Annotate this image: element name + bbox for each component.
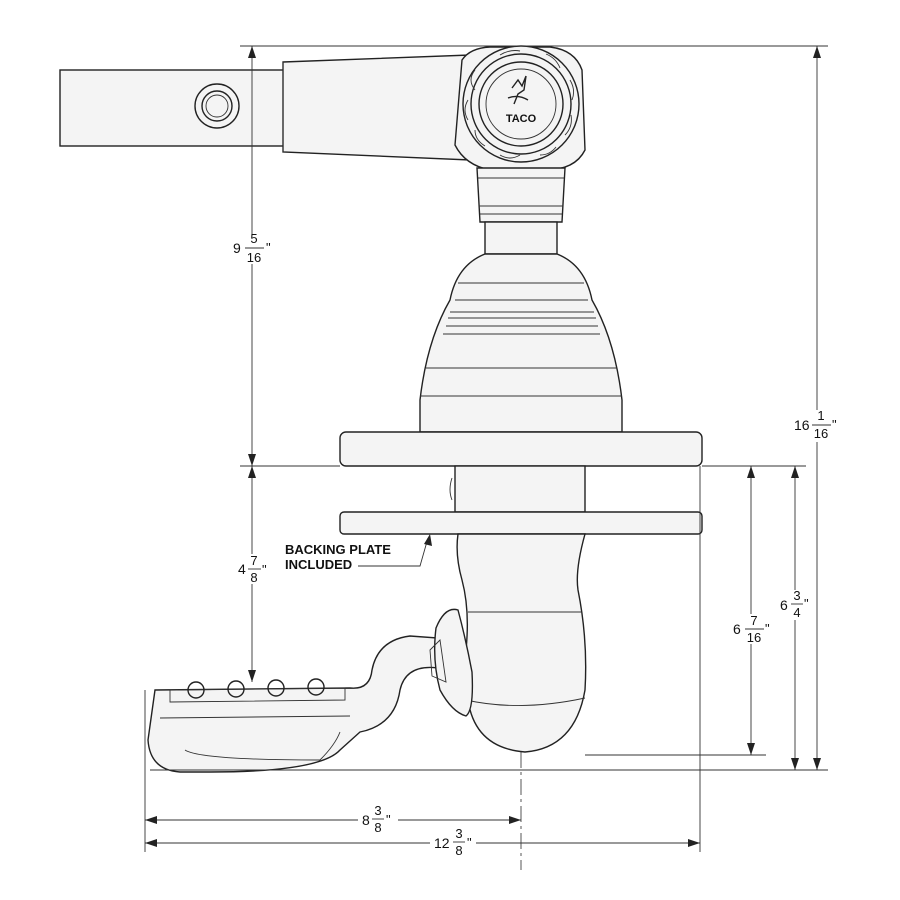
- svg-text:4: 4: [793, 605, 800, 620]
- label-deck-to-handle: 4 7 8 ": [238, 553, 267, 585]
- dimension-overall-width: [145, 839, 700, 847]
- label-below-deck-total: 6 3 4 ": [780, 588, 809, 620]
- svg-text:8: 8: [374, 820, 381, 835]
- svg-text:16: 16: [814, 426, 828, 441]
- dimension-overall-height: [813, 46, 821, 770]
- below-deck-body: [449, 465, 586, 513]
- svg-text:7: 7: [250, 553, 257, 568]
- svg-text:": ": [262, 562, 267, 577]
- svg-text:5: 5: [250, 231, 257, 246]
- callout-line-1: BACKING PLATE: [285, 542, 391, 557]
- svg-text:": ": [266, 240, 271, 255]
- label-top-to-deck: 9 5 16 ": [233, 231, 271, 265]
- svg-text:12: 12: [434, 835, 450, 851]
- svg-text:6: 6: [780, 597, 788, 613]
- base-body: [419, 253, 623, 433]
- svg-text:8: 8: [455, 843, 462, 858]
- svg-text:6: 6: [733, 621, 741, 637]
- dimension-deck-to-handle: [248, 466, 256, 682]
- svg-text:": ": [765, 621, 770, 636]
- backing-plate-callout: BACKING PLATE INCLUDED: [285, 534, 432, 572]
- svg-text:8: 8: [362, 812, 370, 828]
- mount-neck: [476, 167, 566, 270]
- dimension-below-deck-base: [747, 466, 755, 755]
- dimension-top-to-deck: [248, 46, 256, 466]
- dimension-below-deck-total: [791, 466, 799, 770]
- svg-text:16: 16: [794, 417, 810, 433]
- logo-text: TACO: [506, 113, 537, 125]
- taco-logo: TACO: [506, 75, 537, 125]
- label-below-deck-base: 6 7 16 ": [733, 613, 770, 645]
- svg-text:7: 7: [750, 613, 757, 628]
- svg-text:1: 1: [817, 408, 824, 423]
- svg-text:": ": [832, 417, 837, 432]
- adjustment-knob: [454, 45, 586, 171]
- lower-housing: [456, 533, 587, 753]
- dimension-center-offset: [145, 816, 521, 824]
- svg-text:": ": [804, 596, 809, 611]
- svg-text:16: 16: [247, 250, 261, 265]
- backing-plate: [339, 511, 703, 535]
- label-center-offset: 8 3 8 ": [362, 803, 391, 835]
- svg-text:16: 16: [747, 630, 761, 645]
- svg-text:4: 4: [238, 561, 246, 577]
- label-overall-height: 16 1 16 ": [794, 408, 837, 441]
- svg-text:": ": [386, 812, 391, 827]
- svg-text:8: 8: [250, 570, 257, 585]
- outrigger-arm: [59, 54, 471, 161]
- label-overall-width: 12 3 8 ": [434, 826, 472, 858]
- svg-text:": ": [467, 835, 472, 850]
- svg-text:3: 3: [455, 826, 462, 841]
- svg-text:3: 3: [793, 588, 800, 603]
- svg-text:3: 3: [374, 803, 381, 818]
- deck-flange: [339, 431, 703, 467]
- callout-line-2: INCLUDED: [285, 557, 352, 572]
- svg-text:9: 9: [233, 240, 241, 256]
- lever-handle: [147, 608, 474, 773]
